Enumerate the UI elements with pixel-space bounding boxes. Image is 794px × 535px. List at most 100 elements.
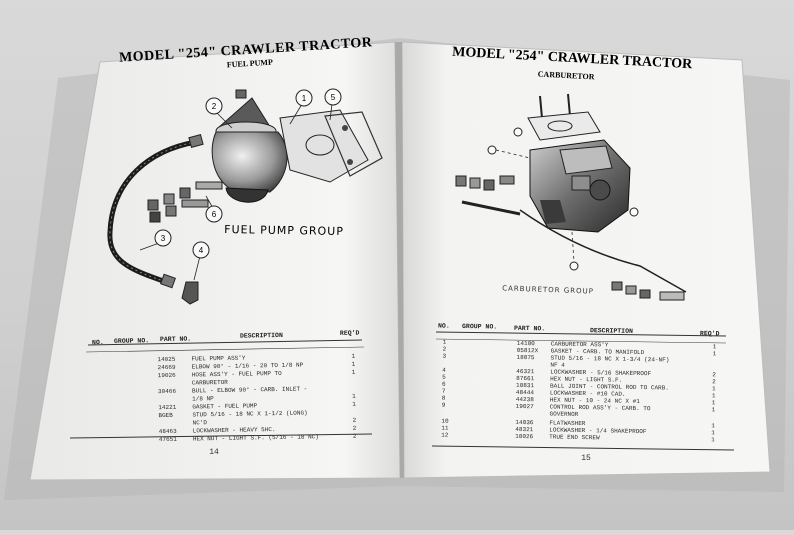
- table-row: 14221: [158, 404, 177, 411]
- svg-text:BALL JOINT - CONTROL ROD TO CA: BALL JOINT - CONTROL ROD TO CARB.: [550, 382, 669, 391]
- svg-text:1: 1: [443, 339, 447, 346]
- callout-3: 3: [161, 234, 166, 243]
- svg-text:1: 1: [712, 406, 716, 413]
- right-table-bottom-rule: [431, 445, 735, 451]
- svg-text:LOCKWASHER - HEAVY 5HC.: LOCKWASHER - HEAVY 5HC.: [193, 426, 276, 434]
- right-header-part: PART NO.: [514, 325, 545, 333]
- table-row: 44238: [516, 396, 535, 403]
- svg-text:3: 3: [443, 353, 447, 360]
- svg-text:GASKET - CARB. TO MANIFOLD: GASKET - CARB. TO MANIFOLD: [551, 347, 645, 356]
- svg-text:1: 1: [712, 392, 716, 399]
- right-header-desc: DESCRIPTION: [590, 327, 633, 335]
- callout-1: 1: [302, 94, 307, 103]
- svg-text:11: 11: [441, 425, 449, 432]
- right-parts-table: 1 14100 CARBURETOR ASS'Y 1 2 05812X GASK…: [441, 339, 717, 444]
- fuel-pump-drawing: [107, 88, 383, 305]
- table-row: 10831: [516, 382, 535, 389]
- svg-text:CONTROL ROD ASS'Y - CARB. TO: CONTROL ROD ASS'Y - CARB. TO: [550, 403, 651, 412]
- svg-text:2: 2: [352, 417, 356, 424]
- svg-text:1: 1: [713, 350, 717, 357]
- callout-6: 6: [212, 210, 217, 219]
- right-table-header-rule: [435, 338, 727, 344]
- svg-text:12: 12: [441, 432, 449, 439]
- callout-4: 4: [199, 246, 204, 255]
- svg-text:ELBOW 90° - 1/16 - 20 TO 1/8 N: ELBOW 90° - 1/16 - 20 TO 1/8 NP: [192, 362, 304, 371]
- table-row: 05812X: [517, 347, 539, 354]
- spine: [395, 42, 404, 478]
- left-illustration-caption: FUEL PUMP GROUP: [224, 223, 344, 238]
- right-header-no: NO.: [438, 323, 450, 330]
- svg-text:4: 4: [442, 367, 446, 374]
- table-row: 87661: [516, 375, 535, 382]
- svg-text:1: 1: [711, 422, 715, 429]
- svg-text:CARBURETOR: CARBURETOR: [192, 379, 229, 387]
- svg-text:FUEL PUMP ASS'Y: FUEL PUMP ASS'Y: [191, 355, 246, 363]
- left-page-subtitle: FUEL PUMP: [227, 58, 274, 70]
- right-header-req: REQ'D: [700, 330, 720, 337]
- svg-text:LOCKWASHER - #10 CAD.: LOCKWASHER - #10 CAD.: [550, 389, 626, 397]
- right-header-group: GROUP NO.: [462, 323, 497, 331]
- callout-5: 5: [331, 93, 336, 102]
- table-row: 14036: [515, 419, 534, 426]
- callout-2: 2: [212, 102, 217, 111]
- table-row: BGEB: [158, 412, 173, 419]
- table-row: 48321: [515, 426, 534, 433]
- svg-text:GASKET - FUEL PUMP: GASKET - FUEL PUMP: [192, 402, 257, 410]
- svg-text:HEX NUT - 10 - 24 NC X #1: HEX NUT - 10 - 24 NC X #1: [550, 396, 641, 405]
- svg-text:9: 9: [442, 402, 446, 409]
- table-row: 48444: [516, 389, 535, 396]
- right-page-number: 15: [581, 454, 591, 463]
- table-row: 10026: [515, 433, 534, 440]
- svg-text:1/8 NP: 1/8 NP: [192, 395, 214, 402]
- svg-text:CARBURETOR ASS'Y: CARBURETOR ASS'Y: [551, 340, 609, 348]
- table-row: 46321: [516, 368, 535, 375]
- table-row: 48463: [159, 428, 178, 435]
- table-row: 19026: [158, 372, 177, 379]
- svg-text:1: 1: [351, 353, 355, 360]
- table-row: 30466: [158, 388, 177, 395]
- svg-text:TRUE END SCREW: TRUE END SCREW: [549, 433, 600, 441]
- svg-text:1: 1: [352, 393, 356, 400]
- left-table-top-rule: [87, 339, 363, 346]
- svg-text:BULL - ELBOW 90° - CARB. INLET: BULL - ELBOW 90° - CARB. INLET -: [192, 385, 307, 394]
- svg-text:5: 5: [442, 374, 446, 381]
- svg-text:LOCKWASHER - 5/16 SHAKEPROOF: LOCKWASHER - 5/16 SHAKEPROOF: [550, 368, 651, 377]
- svg-text:2: 2: [712, 371, 716, 378]
- svg-text:1: 1: [712, 399, 716, 406]
- right-table-top-rule: [435, 331, 727, 337]
- table-row: 18075: [516, 354, 535, 361]
- svg-text:STUD 5/16 - 18 NC X 1-3/4 (24-: STUD 5/16 - 18 NC X 1-3/4 (24-NF): [550, 354, 669, 363]
- svg-text:HEX NUT - LIGHT S.F. (5/16 - 1: HEX NUT - LIGHT S.F. (5/16 - 18 NC): [193, 433, 319, 442]
- svg-text:HEX NUT - LIGHT S.F.: HEX NUT - LIGHT S.F.: [550, 375, 622, 383]
- svg-text:GOVERNOR: GOVERNOR: [550, 410, 579, 418]
- svg-text:HOSE ASS'Y - FUEL PUMP TO: HOSE ASS'Y - FUEL PUMP TO: [192, 370, 283, 379]
- left-header-part: PART NO.: [160, 336, 191, 344]
- left-parts-table: 14025 FUEL PUMP ASS'Y 1 24669 ELBOW 90° …: [157, 353, 356, 443]
- svg-text:LOCKWASHER - 1/4 SHAKEPROOF: LOCKWASHER - 1/4 SHAKEPROOF: [549, 426, 647, 435]
- svg-text:2: 2: [712, 378, 716, 385]
- svg-text:1: 1: [712, 385, 716, 392]
- left-header-desc: DESCRIPTION: [240, 332, 283, 340]
- svg-text:10: 10: [441, 418, 449, 425]
- svg-text:8: 8: [442, 395, 446, 402]
- svg-text:NC'D: NC'D: [193, 419, 208, 426]
- right-page-subtitle: CARBURETOR: [538, 70, 595, 82]
- table-row: 47651: [159, 436, 178, 443]
- svg-text:1: 1: [711, 429, 715, 436]
- svg-text:NF 4: NF 4: [550, 361, 565, 368]
- left-header-group: GROUP NO.: [114, 337, 149, 345]
- svg-text:FLATWASHER: FLATWASHER: [549, 419, 586, 427]
- table-row: 14100: [517, 340, 536, 347]
- svg-text:1: 1: [352, 369, 356, 376]
- svg-text:1: 1: [352, 401, 356, 408]
- left-header-req: REQ'D: [340, 330, 360, 337]
- svg-text:2: 2: [353, 425, 357, 432]
- svg-text:2: 2: [353, 433, 357, 440]
- table-row: 19027: [516, 403, 535, 410]
- table-row: 14025: [157, 356, 176, 363]
- left-header-no: NO.: [92, 339, 104, 346]
- svg-text:STUD 5/16 - 18 NC X 1-1/2 (LON: STUD 5/16 - 18 NC X 1-1/2 (LONG): [192, 409, 307, 418]
- svg-text:1: 1: [711, 436, 715, 443]
